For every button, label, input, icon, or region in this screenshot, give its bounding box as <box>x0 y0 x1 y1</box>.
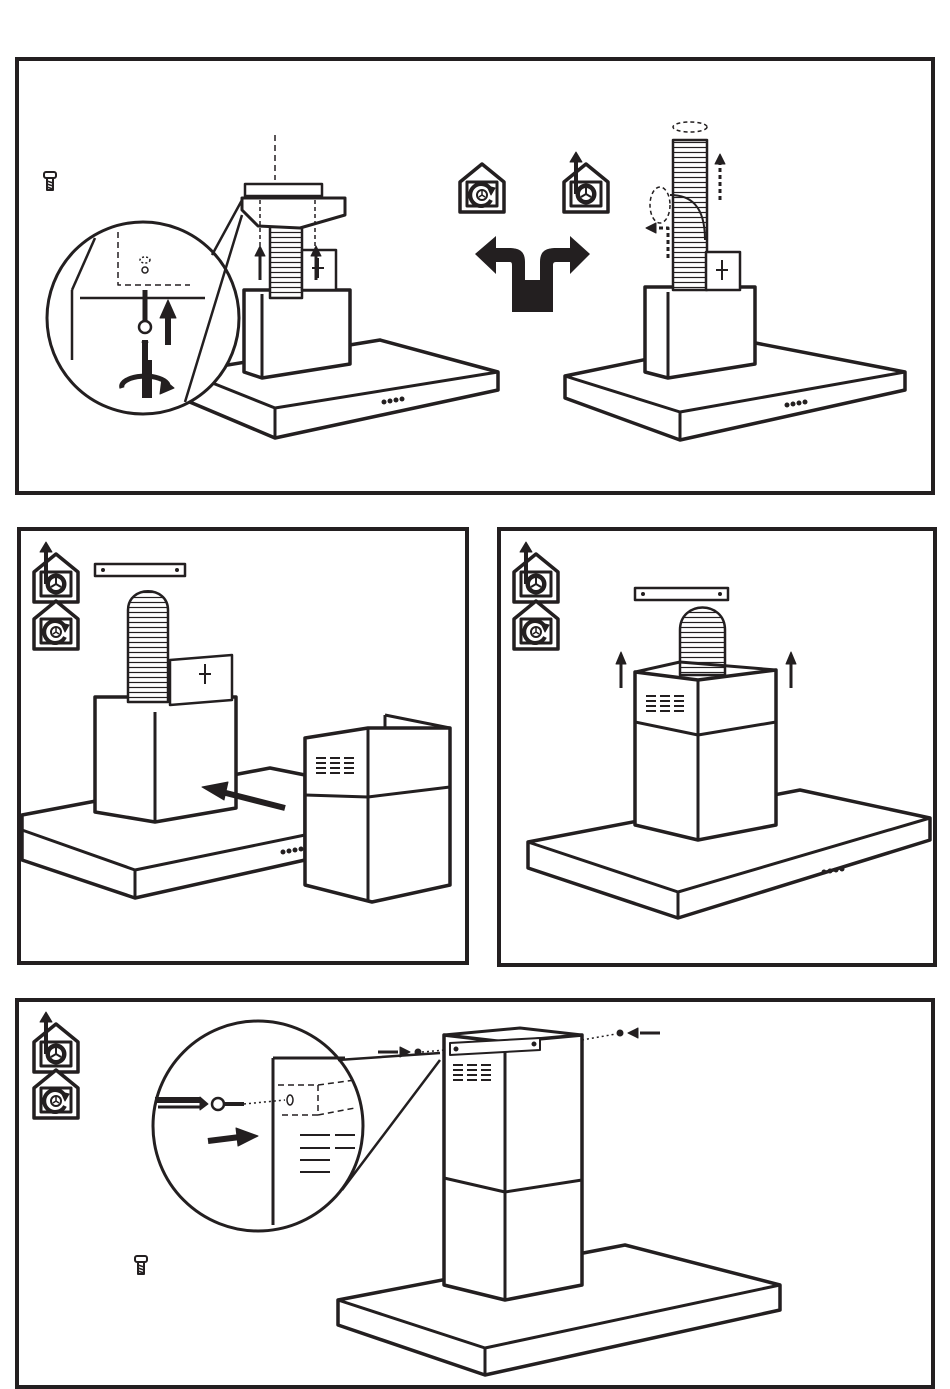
screw-icon <box>135 1256 147 1274</box>
recirculation-mode-icon <box>34 601 78 649</box>
ducted-mode-icon <box>34 1012 78 1072</box>
bottom-panel-drawing <box>34 1012 780 1375</box>
screw-icon <box>44 172 56 190</box>
top-panel-drawing <box>44 122 905 440</box>
ducted-mode-icon <box>564 152 608 212</box>
recirculation-mode-icon <box>34 1070 78 1118</box>
recirculation-mode-icon <box>460 164 504 212</box>
ducted-mode-icon <box>514 542 558 602</box>
recirculation-mode-icon <box>514 601 558 649</box>
middle-right-drawing <box>514 542 930 918</box>
ducted-mode-icon <box>34 542 78 602</box>
middle-left-drawing <box>22 542 450 902</box>
